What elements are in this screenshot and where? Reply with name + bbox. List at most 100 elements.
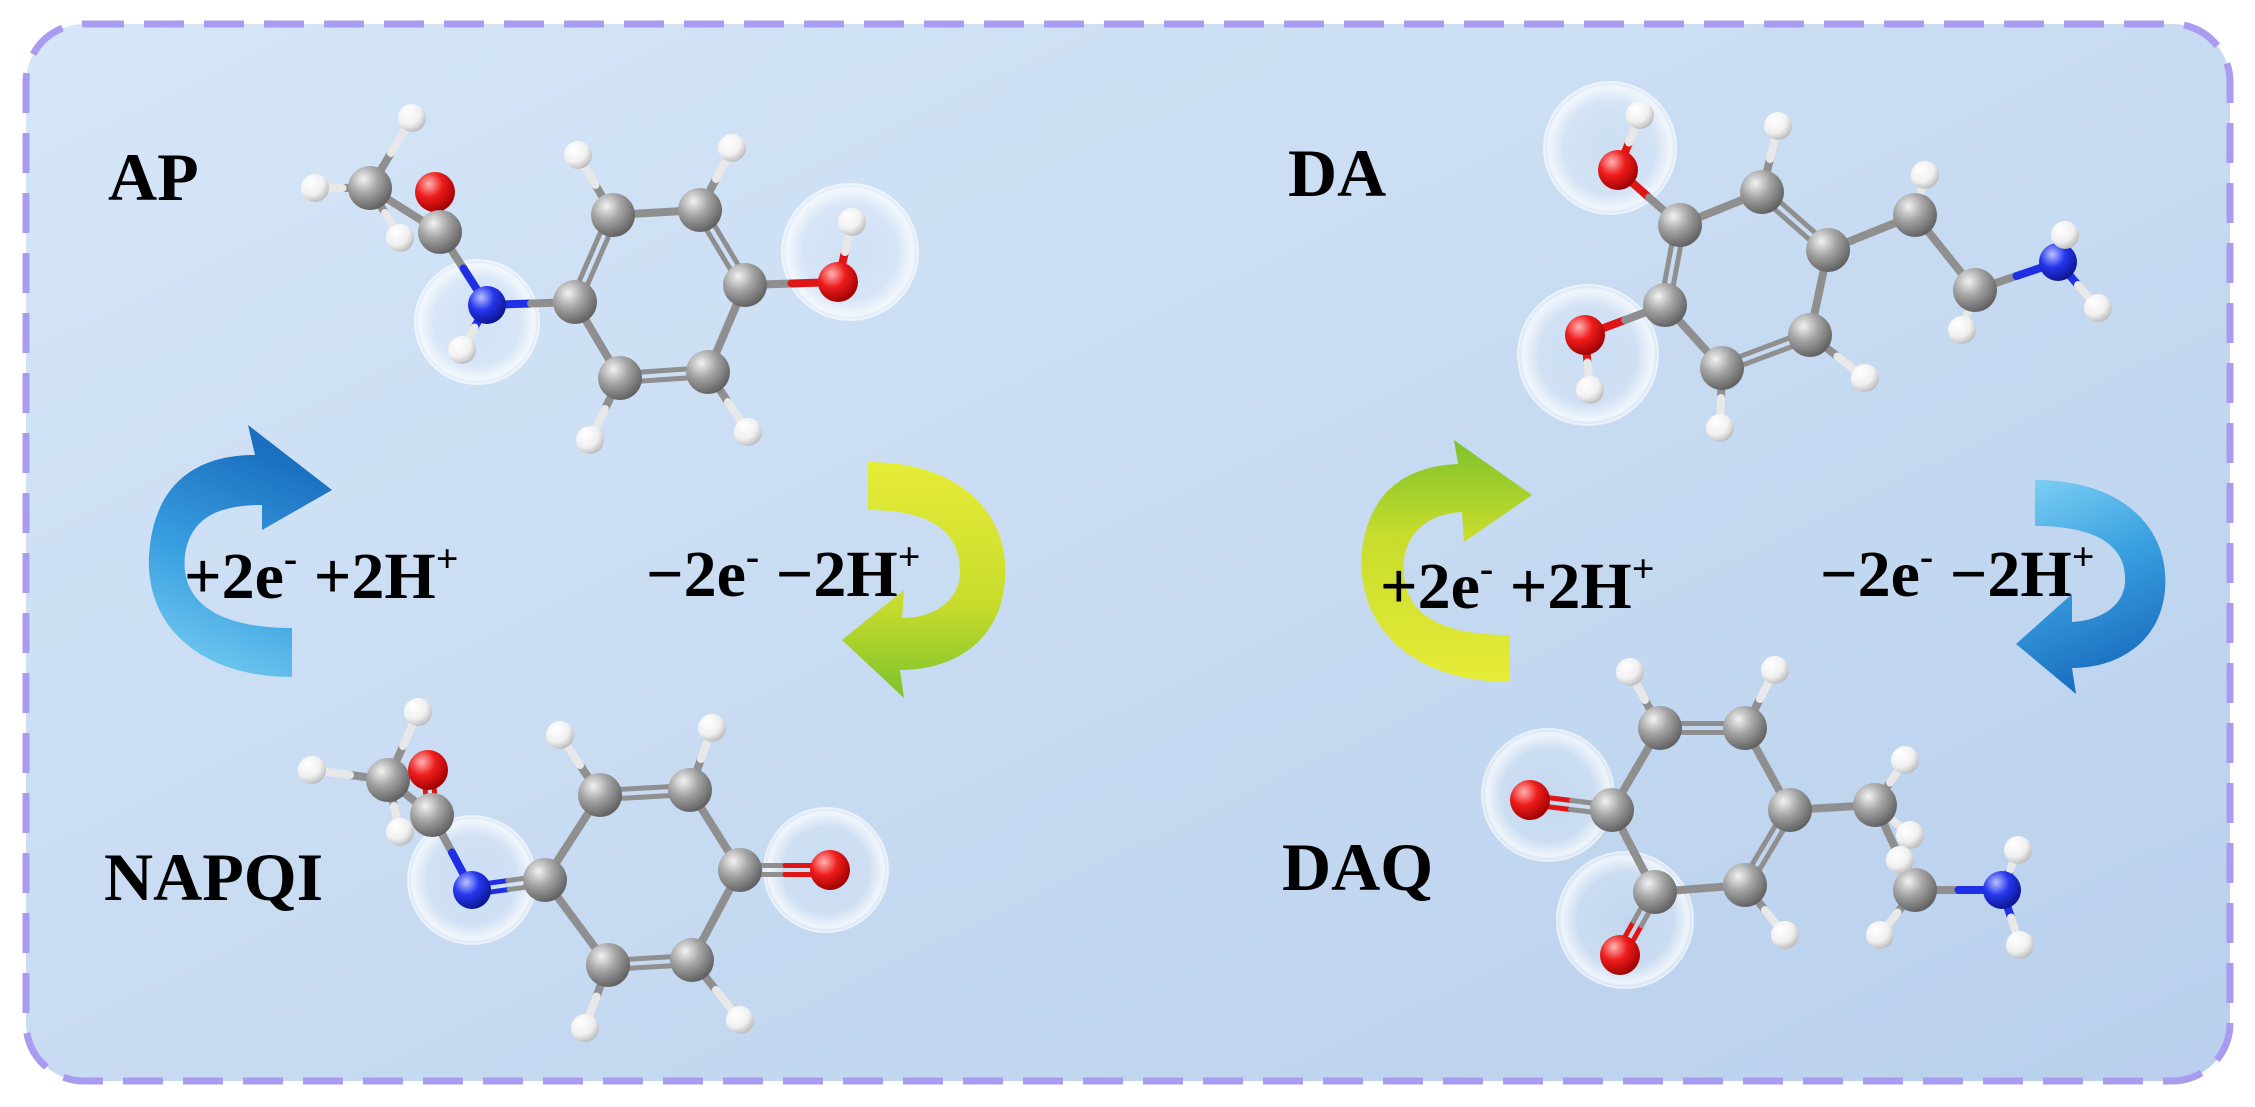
carbon-atom [670, 938, 714, 982]
hydrogen-atom [1761, 656, 1789, 684]
text-right-oxidation: −2e- −2H+ [1820, 534, 2094, 611]
carbon-atom [1643, 283, 1687, 327]
oxygen-atom [810, 850, 850, 890]
hydrogen-atom [726, 1006, 754, 1034]
carbon-atom [1806, 228, 1850, 272]
hydrogen-atom [2004, 836, 2032, 864]
hydrogen-atom [1851, 364, 1879, 392]
nitrogen-atom [453, 871, 491, 909]
arrow-right-reduction-icon [1361, 440, 1532, 682]
hydrogen-atom [564, 141, 592, 169]
hydrogen-atom [698, 714, 726, 742]
hydrogen-atom [1886, 846, 1914, 874]
hydrogen-atom [298, 756, 326, 784]
label-daq: DAQ [1282, 829, 1433, 905]
carbon-atom [1893, 193, 1937, 237]
hydrogen-atom [2084, 294, 2112, 322]
carbon-atom [1633, 870, 1677, 914]
carbon-atom [1893, 868, 1937, 912]
carbon-atom [410, 793, 454, 837]
hydrogen-atom [1948, 316, 1976, 344]
oxygen-atom [1510, 780, 1550, 820]
hydrogen-atom [448, 336, 476, 364]
carbon-atom [1768, 788, 1812, 832]
carbon-atom [1658, 203, 1702, 247]
carbon-atom [418, 210, 462, 254]
highlight-bubble [1543, 81, 1677, 215]
hydrogen-atom [838, 208, 866, 236]
molecule-napqi [298, 698, 889, 1042]
hydrogen-atom [386, 818, 414, 846]
oxygen-atom [818, 262, 858, 302]
oxygen-atom [415, 172, 455, 212]
carbon-atom [591, 193, 635, 237]
hydrogen-atom [1616, 658, 1644, 686]
carbon-atom [1788, 313, 1832, 357]
hydrogen-atom [2006, 931, 2034, 959]
hydrogen-atom [1626, 101, 1654, 129]
text-left-reduction: +2e- +2H+ [184, 536, 458, 613]
carbon-atom [348, 166, 392, 210]
text-right-reduction: +2e- +2H+ [1380, 546, 1654, 623]
hydrogen-atom [404, 698, 432, 726]
carbon-atom [1723, 706, 1767, 750]
label-napqi: NAPQI [104, 839, 323, 915]
oxygen-atom [1600, 935, 1640, 975]
carbon-atom [1853, 783, 1897, 827]
hydrogen-atom [398, 104, 426, 132]
text-left-oxidation: −2e- −2H+ [646, 534, 920, 611]
hydrogen-atom [2051, 221, 2079, 249]
carbon-atom [578, 773, 622, 817]
carbon-atom [718, 848, 762, 892]
molecule-daq [1481, 656, 2034, 989]
carbon-atom [366, 758, 410, 802]
arrow-left-reduction-icon [148, 425, 332, 677]
hydrogen-atom [386, 224, 414, 252]
oxygen-atom [408, 750, 448, 790]
highlight-bubble [781, 183, 919, 321]
carbon-atom [1953, 268, 1997, 312]
hydrogen-atom [301, 174, 329, 202]
hydrogen-atom [734, 418, 762, 446]
hydrogen-atom [718, 134, 746, 162]
carbon-atom [723, 263, 767, 307]
label-da: DA [1288, 135, 1386, 211]
carbon-atom [668, 768, 712, 812]
carbon-atom [686, 350, 730, 394]
arrow-right-oxidation-icon [2016, 480, 2166, 694]
nitrogen-atom [1983, 871, 2021, 909]
carbon-atom [1638, 706, 1682, 750]
molecule-ap [301, 104, 919, 454]
molecule-da [1517, 81, 2112, 442]
carbon-atom [1700, 346, 1744, 390]
carbon-atom [1590, 788, 1634, 832]
hydrogen-atom [1896, 821, 1924, 849]
carbon-atom [523, 858, 567, 902]
hydrogen-atom [1911, 161, 1939, 189]
arrow-left-oxidation-icon [842, 462, 1006, 698]
hydrogen-atom [1764, 112, 1792, 140]
hydrogen-atom [1576, 376, 1604, 404]
hydrogen-atom [546, 721, 574, 749]
hydrogen-atom [1891, 746, 1919, 774]
hydrogen-atom [1771, 921, 1799, 949]
oxygen-atom [1565, 315, 1605, 355]
carbon-atom [553, 280, 597, 324]
carbon-atom [598, 356, 642, 400]
carbon-atom [678, 188, 722, 232]
label-ap: AP [108, 139, 199, 215]
oxygen-atom [1598, 150, 1638, 190]
hydrogen-atom [576, 426, 604, 454]
nitrogen-atom [468, 286, 506, 324]
carbon-atom [1740, 170, 1784, 214]
hydrogen-atom [1866, 921, 1894, 949]
arrows-layer [148, 425, 2166, 698]
hydrogen-atom [1706, 414, 1734, 442]
nitrogen-atom [2039, 243, 2077, 281]
carbon-atom [1723, 863, 1767, 907]
molecules-layer [298, 81, 2112, 1042]
carbon-atom [586, 943, 630, 987]
hydrogen-atom [571, 1014, 599, 1042]
